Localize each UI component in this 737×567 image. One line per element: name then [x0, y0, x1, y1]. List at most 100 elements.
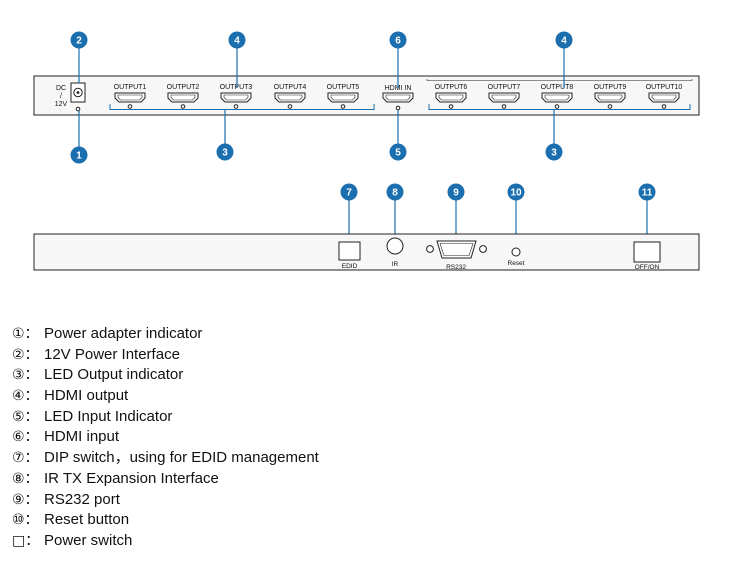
edid-dip-switch[interactable]: [338, 241, 361, 261]
legend-marker: ⑩：: [12, 512, 39, 529]
hdmi-output-port[interactable]: [274, 92, 306, 103]
rs232-port[interactable]: [426, 240, 487, 259]
callout-badge: 11: [638, 183, 656, 201]
rs232-label: RS232: [446, 264, 466, 271]
legend-marker: □：: [12, 532, 40, 549]
callout-badge: 4: [228, 31, 246, 49]
badge-number: 10: [510, 188, 522, 199]
callout-badge: 6: [389, 31, 407, 49]
edid-label: EDID: [342, 263, 358, 270]
hdmi-output-port[interactable]: [220, 92, 252, 103]
hdmi-output-port[interactable]: [435, 92, 467, 103]
output-label: OUTPUT4: [274, 84, 307, 91]
output-led-bracket-left: [109, 104, 375, 110]
legend-item: ⑩：Reset button: [12, 510, 319, 531]
legend-text: LED Input Indicator: [44, 407, 173, 425]
dc-voltage: 12V: [55, 101, 68, 108]
input-led: [395, 105, 401, 111]
badge-number: 6: [395, 36, 401, 47]
output-label: OUTPUT10: [646, 84, 683, 91]
legend-item: ③： LED Output indicator: [12, 365, 319, 386]
callout-badge: 8: [386, 183, 404, 201]
callout-badge: 7: [340, 183, 358, 201]
legend-text: DIP switch，using for EDID management: [44, 449, 319, 467]
output-led: [607, 104, 613, 109]
callout-badge: 5: [389, 143, 407, 161]
legend-text: Power adapter indicator: [44, 325, 203, 342]
dc-power-jack[interactable]: [70, 82, 86, 103]
callout-badge: 10: [507, 183, 525, 201]
legend-text: HDMI output: [44, 387, 129, 405]
legend-marker: ⑧：: [12, 470, 39, 487]
output-led: [180, 104, 186, 109]
rear-panel: [33, 233, 700, 271]
legend-item: ⑨：RS232 port: [12, 490, 319, 511]
output-led: [233, 104, 239, 109]
badge-number: 9: [453, 188, 459, 199]
legend-text: IR TX Expansion Interface: [44, 469, 219, 487]
reset-button[interactable]: [511, 247, 521, 257]
output-led: [448, 104, 454, 109]
legend-item: ④： HDMI output: [12, 386, 319, 407]
hdmi-output-port[interactable]: [648, 92, 680, 103]
hdmi-output-port[interactable]: [327, 92, 359, 103]
hdmi-output-port[interactable]: [167, 92, 199, 103]
badge-number: 5: [395, 148, 401, 159]
ir-port[interactable]: [386, 237, 404, 255]
output-led-bracket-right: [428, 104, 691, 110]
callout-badge: 3: [545, 143, 563, 161]
hdmi-input-port[interactable]: [382, 92, 414, 103]
badge-number: 2: [76, 36, 82, 47]
badge-number: 8: [392, 188, 398, 199]
output-led: [287, 104, 293, 109]
power-switch-label: OFF/ON: [635, 264, 660, 271]
callout-badge: 9: [447, 183, 465, 201]
legend-text: RS232 port: [44, 490, 120, 508]
hdmi-output-port[interactable]: [114, 92, 146, 103]
callout-badge: 1: [70, 146, 88, 164]
output-led: [501, 104, 507, 109]
callout-badges: 1 2 3 3 4 4 5 6 7 8 9 10 11: [70, 31, 656, 201]
output-label: OUTPUT1: [114, 84, 147, 91]
legend-marker: ⑥：: [12, 429, 39, 446]
legend-text: Power switch: [44, 531, 133, 549]
hdmi-output-port[interactable]: [541, 92, 573, 103]
callout-badge: 2: [70, 31, 88, 49]
badge-number: 11: [642, 188, 653, 199]
output-led: [554, 104, 560, 109]
hdmi-output-port[interactable]: [488, 92, 520, 103]
output-label: OUTPUT8: [541, 84, 574, 91]
legend-marker: ④：: [12, 388, 39, 405]
legend-item: ⑧： IR TX Expansion Interface: [12, 469, 319, 490]
hdmi-output-port[interactable]: [594, 92, 626, 103]
output-label: OUTPUT2: [167, 84, 200, 91]
hdmi-in-label: HDMI IN: [385, 85, 412, 92]
legend-item: ⑥： HDMI input: [12, 427, 319, 448]
ir-label: IR: [392, 261, 399, 268]
legend-item: ②：12V Power Interface: [12, 345, 319, 366]
badge-number: 3: [551, 148, 557, 159]
output-led: [661, 104, 667, 109]
legend-marker: ③：: [12, 367, 39, 384]
legend-marker: ⑦：: [12, 450, 39, 467]
output-group-bracket-right: [426, 79, 693, 81]
legend-text: LED Output indicator: [44, 366, 184, 384]
dc-label: DC: [56, 85, 66, 92]
badge-number: 3: [222, 148, 228, 159]
badge-number: 4: [234, 36, 240, 47]
power-led: [75, 106, 81, 112]
legend-marker: ⑤：: [12, 408, 39, 425]
badge-number: 4: [561, 36, 567, 47]
legend-text: HDMI input: [44, 428, 120, 446]
callout-badge: 3: [216, 143, 234, 161]
dc-slash: /: [60, 93, 62, 100]
output-label: OUTPUT7: [488, 84, 521, 91]
legend-marker: ①：: [12, 326, 39, 342]
legend-item: □：Power switch: [12, 531, 319, 552]
power-switch[interactable]: [633, 241, 661, 263]
badge-number: 1: [76, 151, 82, 162]
output-led: [127, 104, 133, 109]
